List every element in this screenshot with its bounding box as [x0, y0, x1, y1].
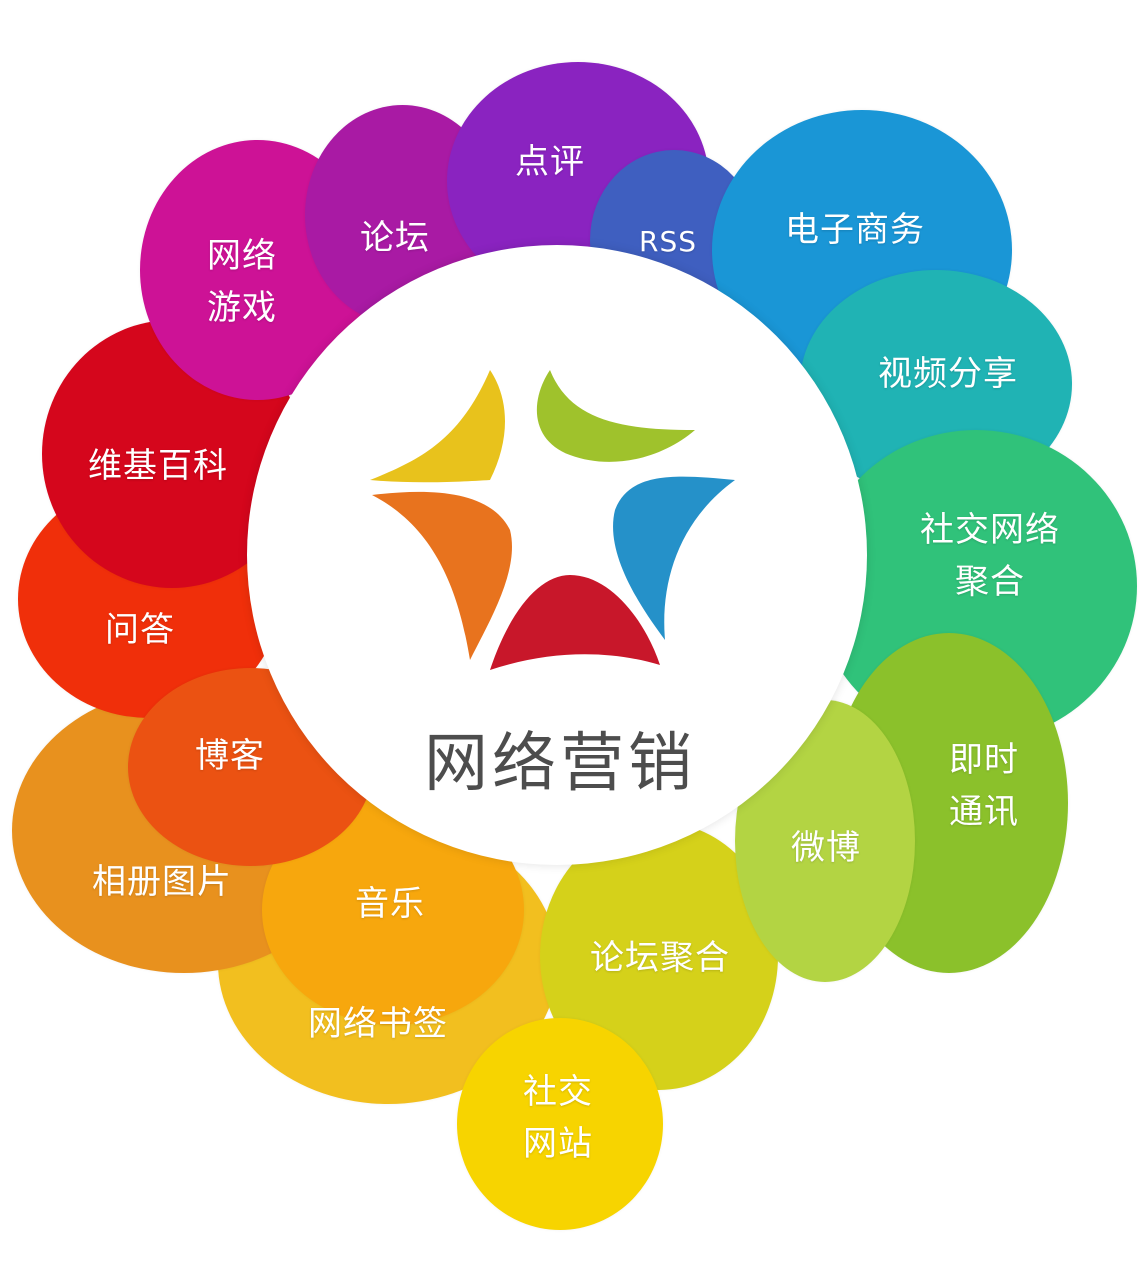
label-wiki: 维基百科 [88, 446, 228, 486]
label-qa: 问答 [105, 610, 175, 650]
label-photos: 相册图片 [92, 862, 232, 902]
label-music: 音乐 [355, 884, 425, 924]
label-reviews: 点评 [515, 142, 585, 182]
label-blog: 博客 [195, 736, 265, 776]
logo-blue-arm [613, 476, 735, 640]
logo-red-arm [490, 575, 660, 670]
logo-green-arm [536, 370, 695, 462]
label-forum-aggregation: 论坛聚合 [590, 938, 730, 978]
diagram-title: 网络营销 [424, 727, 696, 801]
label-weibo: 微博 [791, 828, 861, 868]
logo-orange-arm [372, 491, 512, 660]
label-sns-aggregation: 社交网络 聚合 [920, 510, 1060, 602]
logo-yellow-arm [370, 370, 505, 483]
center-hub [247, 245, 867, 865]
label-forum: 论坛 [360, 218, 430, 258]
star-logo [370, 370, 735, 670]
label-video-sharing: 视频分享 [878, 354, 1018, 394]
label-bookmarks: 网络书签 [308, 1004, 448, 1044]
label-im: 即时 通讯 [949, 740, 1019, 832]
label-online-games: 网络 游戏 [207, 236, 277, 328]
label-rss: RSS [638, 225, 698, 258]
petal-social-sites [457, 1018, 663, 1230]
label-ecommerce: 电子商务 [785, 210, 925, 250]
label-social-sites: 社交 网站 [523, 1072, 593, 1164]
